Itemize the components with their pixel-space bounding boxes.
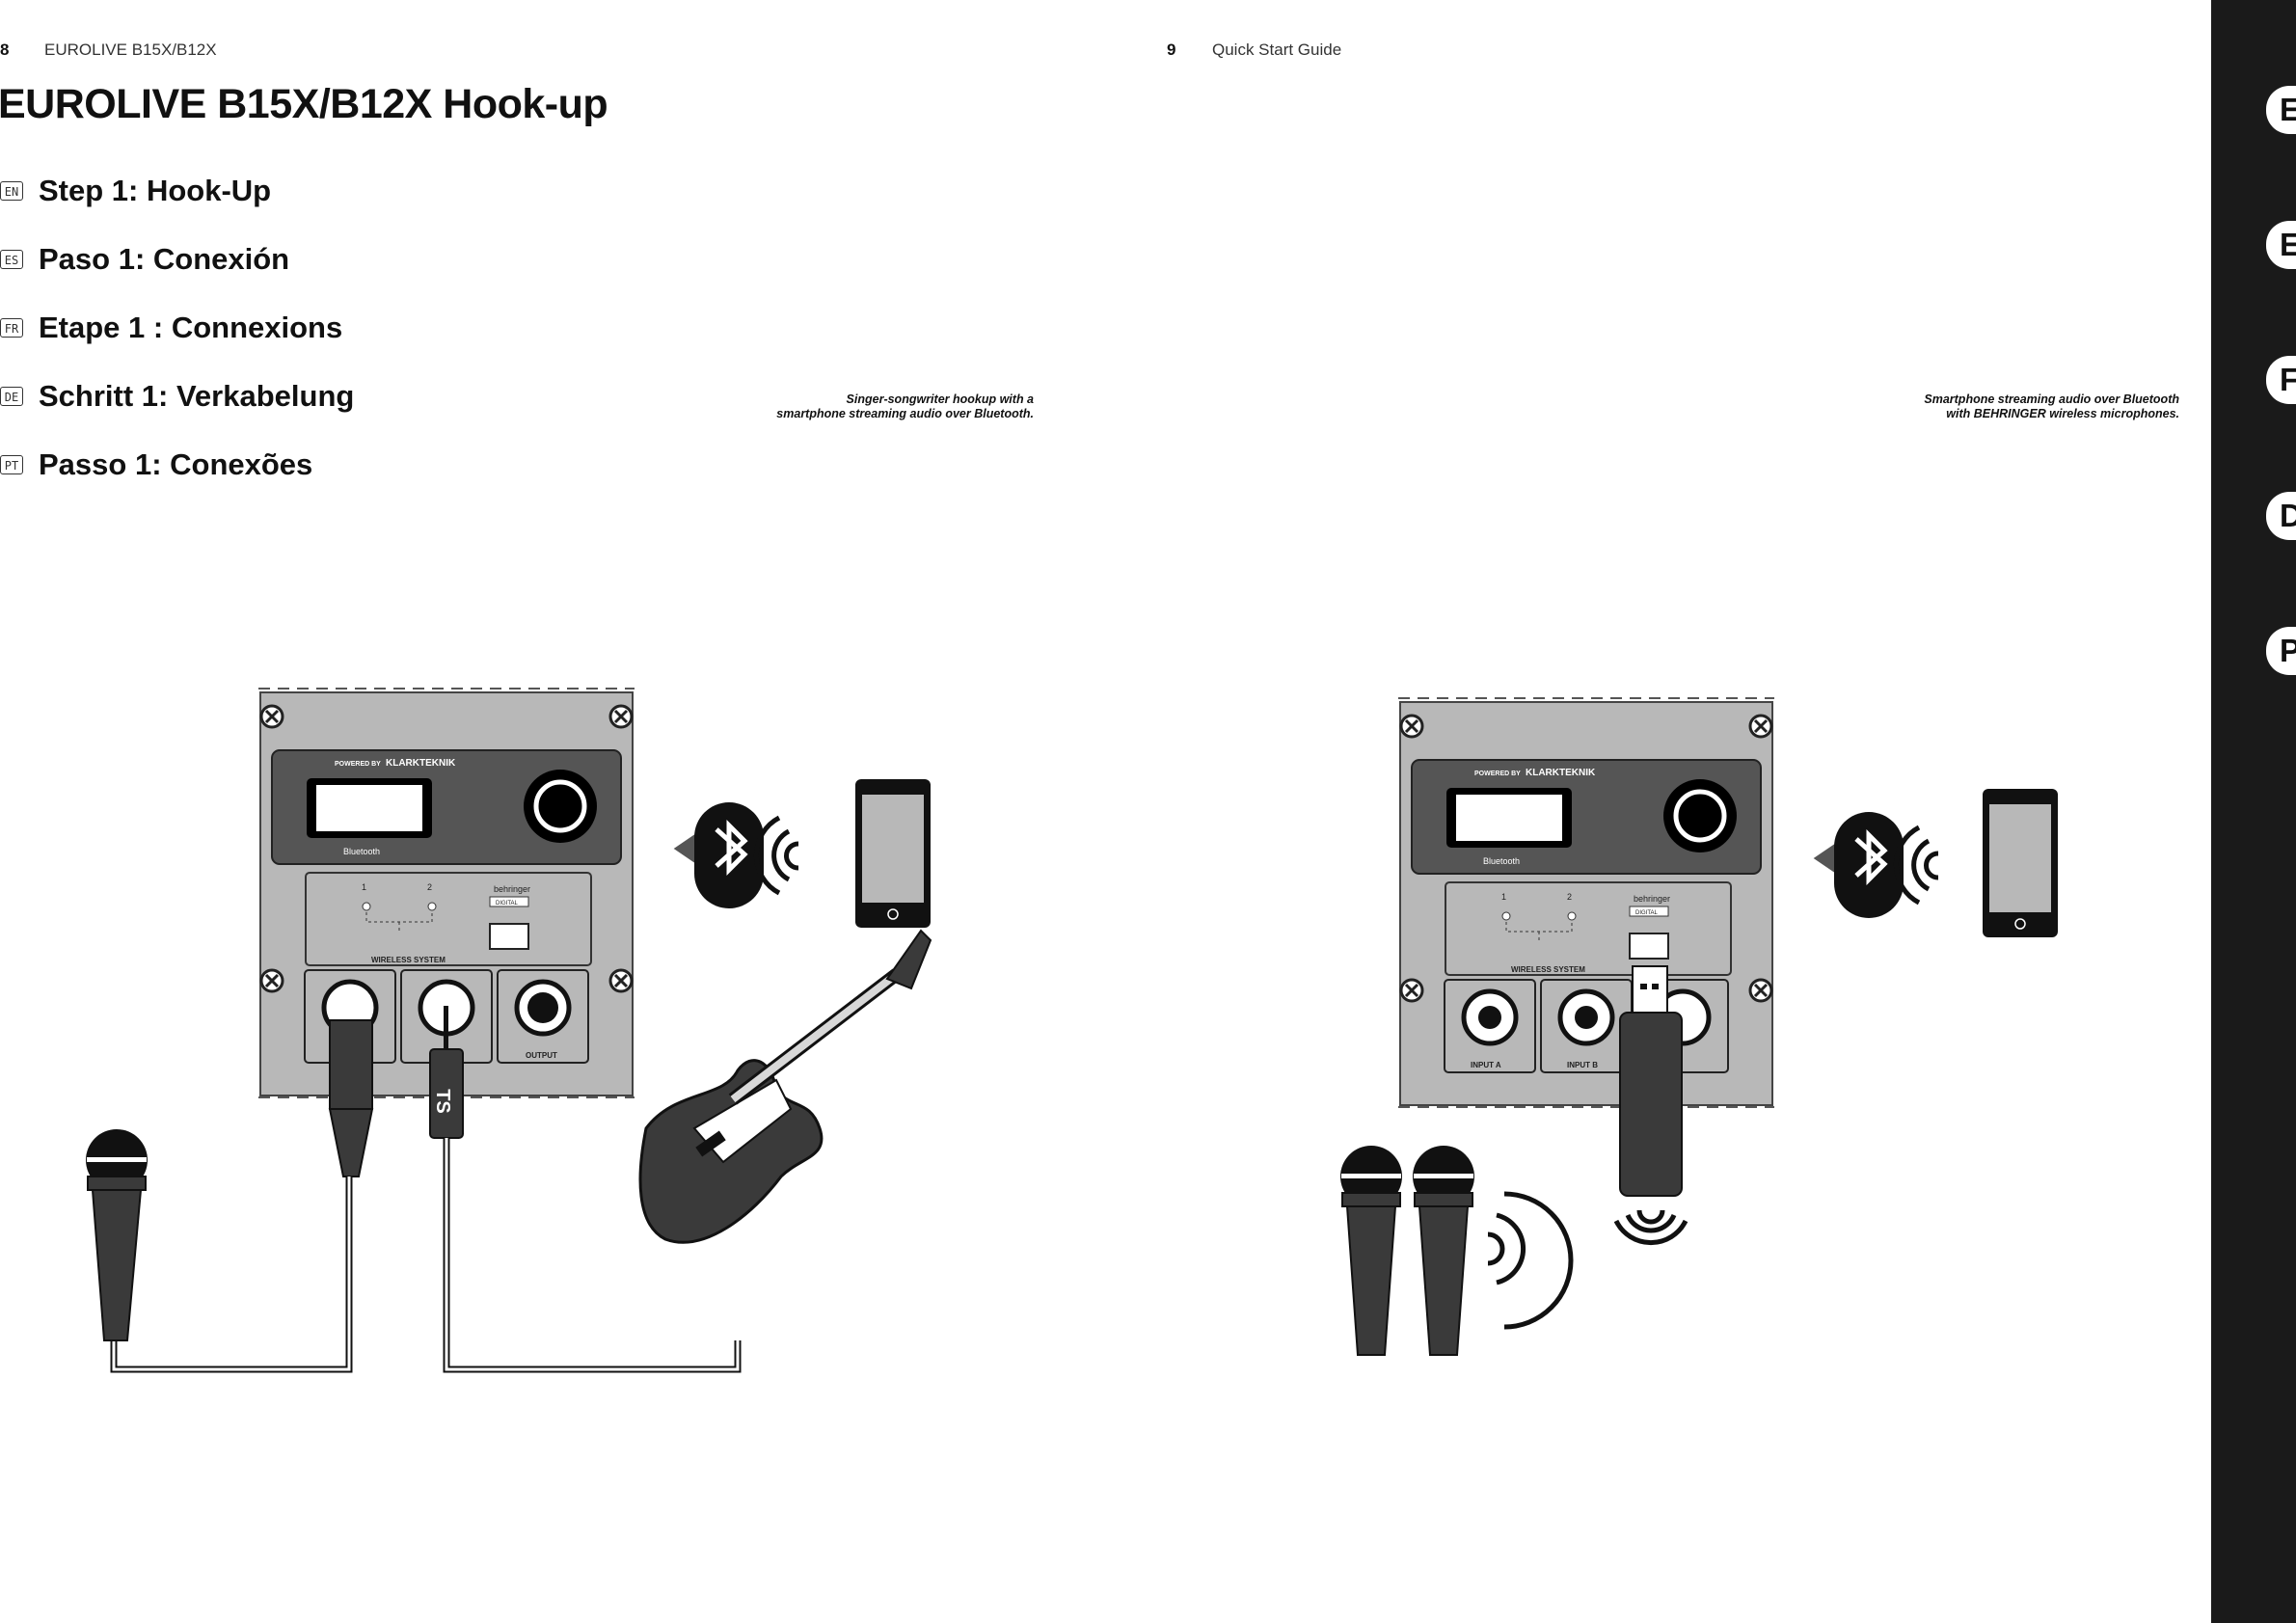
step-text-es: Paso 1: Conexión bbox=[39, 242, 290, 276]
left-hookup-diagram: POWERED BY KLARKTEKNIK Bluetooth 1 2 beh… bbox=[86, 688, 932, 1373]
left-caption-line2: smartphone streaming audio over Bluetoot… bbox=[776, 407, 1034, 420]
step-text-en: Step 1: Hook-Up bbox=[39, 174, 272, 207]
left-caption-line1: Singer-songwriter hookup with a bbox=[846, 392, 1034, 406]
step-fr: FR Etape 1 : Connexions bbox=[0, 311, 342, 345]
page-title: EUROLIVE B15X/B12X Hook-up bbox=[0, 81, 608, 127]
step-text-fr: Etape 1 : Connexions bbox=[39, 311, 343, 344]
lang-code-fr: FR bbox=[0, 318, 23, 338]
lang-code-de: DE bbox=[0, 387, 23, 406]
tab-en[interactable]: EN bbox=[2266, 86, 2296, 134]
wireless-module bbox=[305, 872, 592, 966]
right-caption-line2: with BEHRINGER wireless microphones. bbox=[1946, 407, 2179, 420]
display-screen bbox=[316, 785, 422, 831]
microphone-icon bbox=[86, 1129, 148, 1341]
svg-text:behringer: behringer bbox=[1634, 894, 1670, 904]
lang-code-en: EN bbox=[0, 181, 23, 201]
microphone-icon bbox=[1340, 1146, 1402, 1356]
svg-text:behringer: behringer bbox=[494, 884, 530, 894]
svg-text:KLARKTEKNIK: KLARKTEKNIK bbox=[1526, 768, 1596, 778]
right-hookup-diagram: POWERED BY KLARKTEKNIK Bluetooth 1 2 beh… bbox=[1340, 697, 2058, 1356]
microphone-icon bbox=[1413, 1146, 1474, 1356]
wireless-system-label: WIRELESS SYSTEM bbox=[371, 956, 446, 964]
input-a-label: INPUT A bbox=[1471, 1061, 1501, 1069]
right-page-number: 9 bbox=[1167, 41, 1176, 59]
left-caption: Singer-songwriter hookup with a smartpho… bbox=[776, 392, 1034, 421]
left-page-header: EUROLIVE B15X/B12X bbox=[44, 41, 217, 59]
tab-fr[interactable]: FR bbox=[2266, 356, 2296, 404]
signal-waves-icon bbox=[1893, 825, 1939, 906]
svg-text:DIGITAL: DIGITAL bbox=[496, 901, 519, 906]
ts-label: TS bbox=[432, 1089, 453, 1114]
svg-text:2: 2 bbox=[1567, 892, 1572, 902]
input-b-label: INPUT B bbox=[1567, 1061, 1598, 1069]
right-page-header: Quick Start Guide bbox=[1212, 41, 1342, 59]
step-text-pt: Passo 1: Conexões bbox=[39, 447, 313, 481]
step-text-de: Schritt 1: Verkabelung bbox=[39, 379, 355, 413]
language-sidebar bbox=[2211, 0, 2296, 1623]
usb-port bbox=[1629, 933, 1669, 960]
right-caption-line1: Smartphone streaming audio over Bluetoot… bbox=[1924, 392, 2179, 406]
lang-code-pt: PT bbox=[0, 455, 23, 474]
svg-text:Bluetooth: Bluetooth bbox=[1483, 856, 1520, 866]
brand-label: KLARKTEKNIK bbox=[386, 758, 456, 769]
step-pt: PT Passo 1: Conexões bbox=[0, 447, 312, 482]
step-es: ES Paso 1: Conexión bbox=[0, 242, 289, 277]
xlr-connector bbox=[329, 1019, 373, 1110]
tab-de[interactable]: DE bbox=[2266, 492, 2296, 540]
guitar-icon bbox=[638, 929, 932, 1244]
display-screen bbox=[1456, 795, 1562, 841]
usb-signal-waves-icon bbox=[1613, 1209, 1688, 1245]
lang-code-es: ES bbox=[0, 250, 23, 269]
mic-signal-waves-icon bbox=[1487, 1191, 1574, 1330]
svg-text:POWERED BY: POWERED BY bbox=[1474, 771, 1521, 777]
left-page-number: 8 bbox=[0, 41, 10, 59]
step-de: DE Schritt 1: Verkabelung bbox=[0, 379, 354, 414]
svg-text:1: 1 bbox=[1501, 892, 1506, 902]
signal-waves-icon bbox=[753, 815, 799, 896]
svg-text:WIRELESS SYSTEM: WIRELESS SYSTEM bbox=[1511, 965, 1585, 974]
right-caption: Smartphone streaming audio over Bluetoot… bbox=[1924, 392, 2179, 421]
powered-by-label: POWERED BY bbox=[335, 761, 381, 768]
svg-text:DIGITAL: DIGITAL bbox=[1635, 910, 1659, 916]
usb-port bbox=[489, 923, 529, 950]
svg-text:1: 1 bbox=[362, 882, 366, 892]
usb-receiver-icon bbox=[1619, 965, 1683, 1197]
tab-es[interactable]: ES bbox=[2266, 221, 2296, 269]
output-label: OUTPUT bbox=[526, 1051, 557, 1060]
svg-text:2: 2 bbox=[427, 882, 432, 892]
tab-pt[interactable]: PT bbox=[2266, 627, 2296, 675]
bluetooth-label: Bluetooth bbox=[343, 847, 380, 856]
wireless-module bbox=[1445, 881, 1732, 976]
step-en: EN Step 1: Hook-Up bbox=[0, 174, 271, 208]
